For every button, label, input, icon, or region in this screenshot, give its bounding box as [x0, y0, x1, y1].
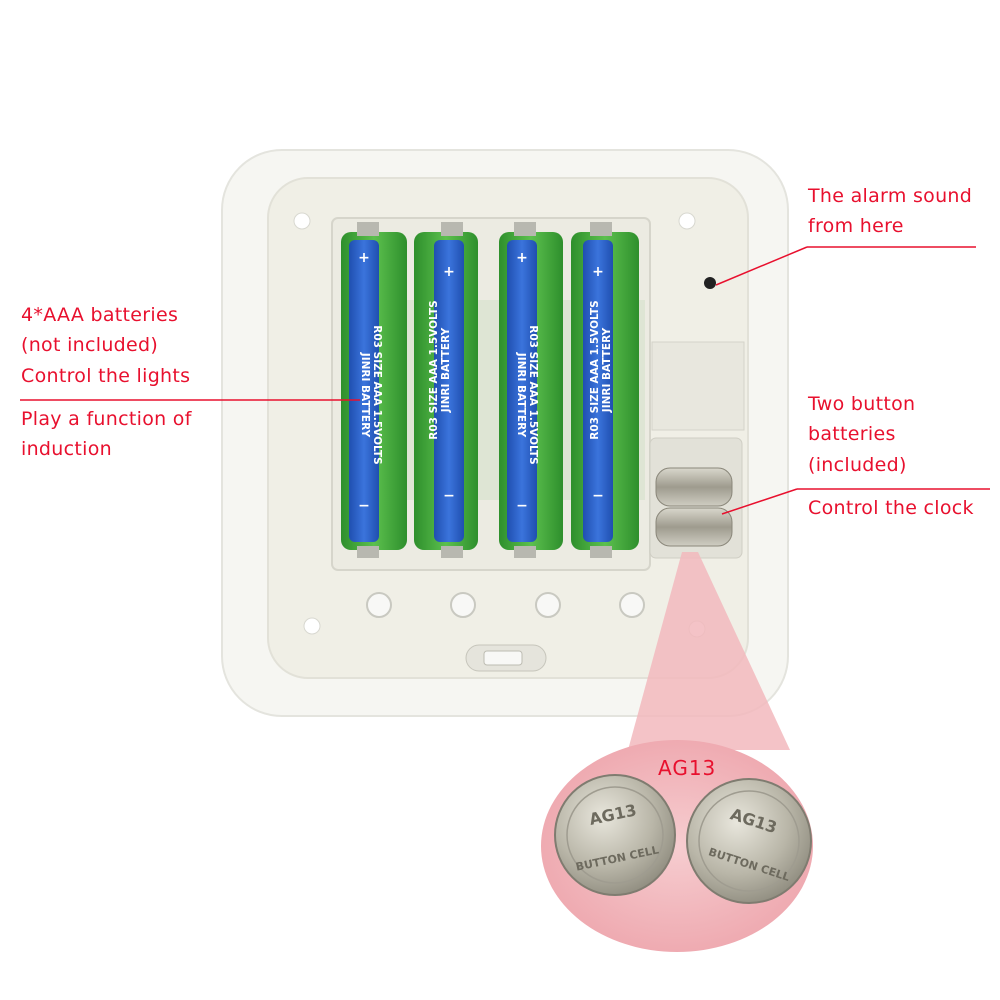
callout-lines: [20, 246, 990, 515]
aaa-label-line3: Control the lights: [21, 365, 191, 387]
clock-buttons: [366, 592, 645, 672]
clock-button-1: [366, 592, 392, 618]
aaa-battery-4: [571, 222, 639, 558]
battery-4-brand-text: JINRI BATTERY: [601, 327, 613, 413]
battery-1-brand-text: JINRI BATTERY: [359, 352, 371, 438]
button-batteries-label-line3: (included): [808, 454, 907, 476]
battery-3-brand-text: JINRI BATTERY: [515, 352, 527, 438]
battery-2-size-text: R03 SIZE AAA 1.5VOLTS: [428, 300, 440, 439]
battery-2-brand-text: JINRI BATTERY: [440, 327, 452, 413]
button-cell-top: [655, 467, 733, 507]
ag13-coin-left: [554, 774, 676, 896]
aaa-label-line2: (not included): [21, 334, 159, 356]
callout-line-button-cells-pointer: [721, 488, 798, 515]
aaa-battery-1: [341, 222, 407, 558]
battery-4-size-text: R03 SIZE AAA 1.5VOLTS: [589, 300, 601, 439]
alarm-label-line1: The alarm sound: [808, 185, 973, 207]
battery-1-minus: −: [358, 498, 370, 514]
battery-2-minus: −: [443, 488, 455, 504]
battery-1-size-text: R03 SIZE AAA 1.5VOLTS: [371, 325, 383, 464]
battery-3-plus: +: [516, 250, 528, 266]
battery-2-plus: +: [443, 264, 455, 280]
induction-label-line2: induction: [21, 438, 112, 460]
button-batteries-label-line2: batteries: [808, 423, 896, 445]
aaa-battery-2: [414, 222, 478, 558]
battery-3-size-text: R03 SIZE AAA 1.5VOLTS: [527, 325, 539, 464]
clock-button-4: [619, 592, 645, 618]
battery-4-plus: +: [592, 264, 604, 280]
battery-4-minus: −: [592, 488, 604, 504]
battery-1-plus: +: [358, 250, 370, 266]
clock-button-2: [450, 592, 476, 618]
button-cell-bottom: [655, 507, 733, 547]
ag13-coin-right: [686, 778, 812, 904]
right-panel: [649, 277, 745, 559]
callout-line-alarm-pointer: [715, 246, 808, 286]
alarm-label-line2: from here: [808, 215, 904, 237]
button-batteries-label-line4: Control the clock: [808, 497, 974, 519]
cell-type-label: AG13: [658, 756, 717, 780]
speaker-hole-icon: [704, 277, 716, 289]
induction-label-line1: Play a function of: [21, 408, 192, 430]
battery-3-minus: −: [516, 498, 528, 514]
aaa-battery-3: [499, 222, 563, 558]
clock-button-3: [535, 592, 561, 618]
button-batteries-label-line1: Two button: [808, 393, 916, 415]
aaa-label-line1: 4*AAA batteries: [21, 304, 179, 326]
